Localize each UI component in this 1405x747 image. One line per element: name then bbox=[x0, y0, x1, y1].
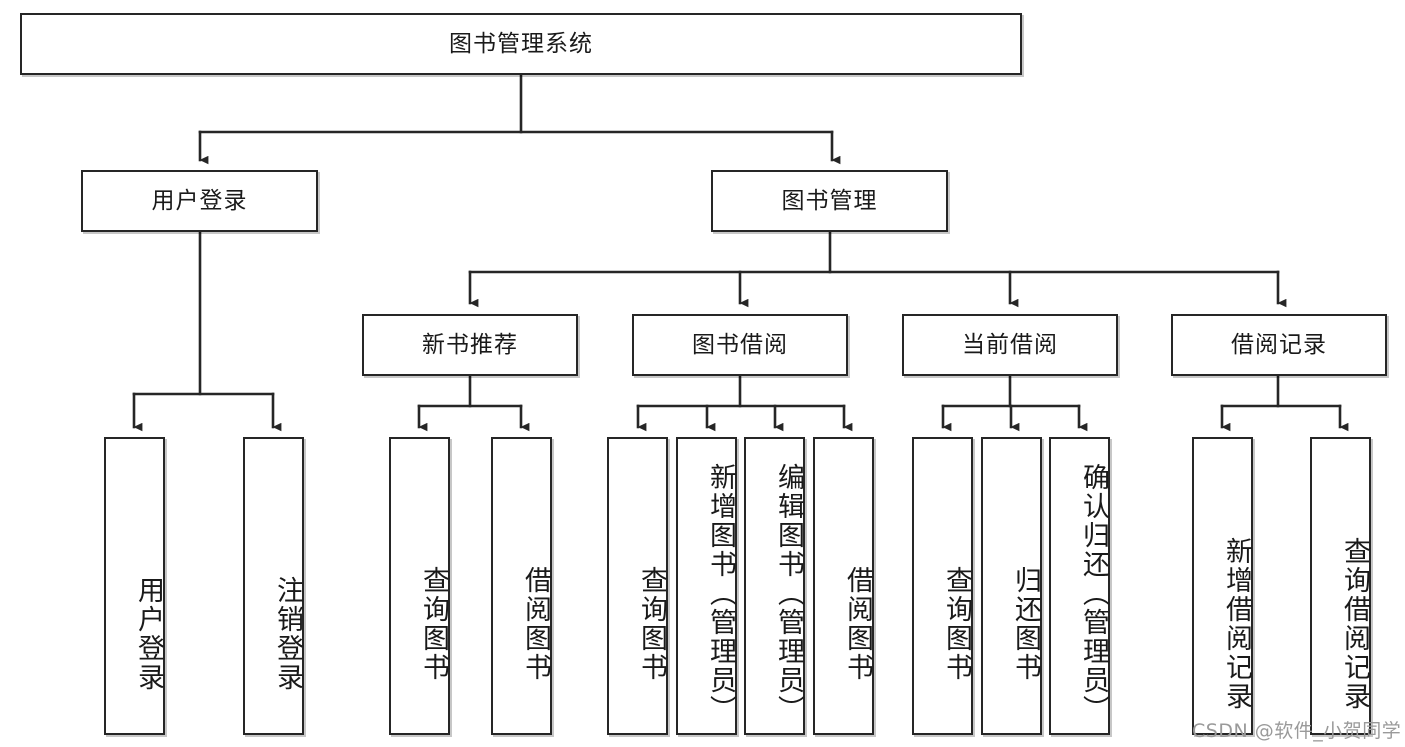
leaf-book-borrow-edit-book-admin[interactable]: 编辑图书（管理员） bbox=[744, 437, 805, 735]
node-current-borrow[interactable]: 当前借阅 bbox=[902, 314, 1118, 376]
node-label: 图书借阅 bbox=[692, 331, 788, 358]
node-book-borrow[interactable]: 图书借阅 bbox=[632, 314, 848, 376]
node-label: 注销登录 bbox=[272, 576, 303, 692]
node-user-login[interactable]: 用户登录 bbox=[81, 170, 318, 232]
node-label: 查询借阅记录 bbox=[1339, 537, 1370, 711]
node-label: 新书推荐 bbox=[422, 331, 518, 358]
node-label: 借阅记录 bbox=[1231, 331, 1327, 358]
leaf-borrow-record-query-record[interactable]: 查询借阅记录 bbox=[1310, 437, 1371, 735]
leaf-new-book-query-book[interactable]: 查询图书 bbox=[389, 437, 450, 735]
node-new-book-recommend[interactable]: 新书推荐 bbox=[362, 314, 578, 376]
node-label: 图书管理系统 bbox=[449, 30, 593, 57]
leaf-borrow-record-add-record[interactable]: 新增借阅记录 bbox=[1192, 437, 1253, 735]
node-label: 用户登录 bbox=[151, 187, 248, 214]
node-label: 编辑图书（管理员） bbox=[773, 462, 804, 724]
node-label: 新增借阅记录 bbox=[1221, 537, 1252, 711]
node-label: 查询图书 bbox=[418, 566, 449, 682]
leaf-user-login-logout[interactable]: 注销登录 bbox=[243, 437, 304, 735]
node-label: 当前借阅 bbox=[962, 331, 1058, 358]
node-label: 查询图书 bbox=[941, 566, 972, 682]
node-label: 借阅图书 bbox=[842, 566, 873, 682]
leaf-book-borrow-query-book[interactable]: 查询图书 bbox=[607, 437, 668, 735]
node-label: 图书管理 bbox=[781, 187, 878, 214]
node-label: 借阅图书 bbox=[520, 566, 551, 682]
node-label: 用户登录 bbox=[133, 576, 164, 692]
node-label: 新增图书（管理员） bbox=[705, 462, 736, 724]
leaf-current-borrow-query-book[interactable]: 查询图书 bbox=[912, 437, 973, 735]
leaf-user-login-login[interactable]: 用户登录 bbox=[104, 437, 165, 735]
node-borrow-record[interactable]: 借阅记录 bbox=[1171, 314, 1387, 376]
node-label: 查询图书 bbox=[636, 566, 667, 682]
node-book-management[interactable]: 图书管理 bbox=[711, 170, 948, 232]
leaf-book-borrow-add-book-admin[interactable]: 新增图书（管理员） bbox=[676, 437, 737, 735]
node-root-book-management-system[interactable]: 图书管理系统 bbox=[20, 13, 1022, 75]
leaf-current-borrow-return-book[interactable]: 归还图书 bbox=[981, 437, 1042, 735]
node-label: 确认归还（管理员） bbox=[1078, 462, 1109, 724]
leaf-current-borrow-confirm-return-admin[interactable]: 确认归还（管理员） bbox=[1049, 437, 1110, 735]
csdn-watermark: CSDN @软件_小贺同学 bbox=[1192, 720, 1402, 742]
leaf-book-borrow-borrow-book[interactable]: 借阅图书 bbox=[813, 437, 874, 735]
node-label: 归还图书 bbox=[1010, 566, 1041, 682]
leaf-new-book-borrow-book[interactable]: 借阅图书 bbox=[491, 437, 552, 735]
